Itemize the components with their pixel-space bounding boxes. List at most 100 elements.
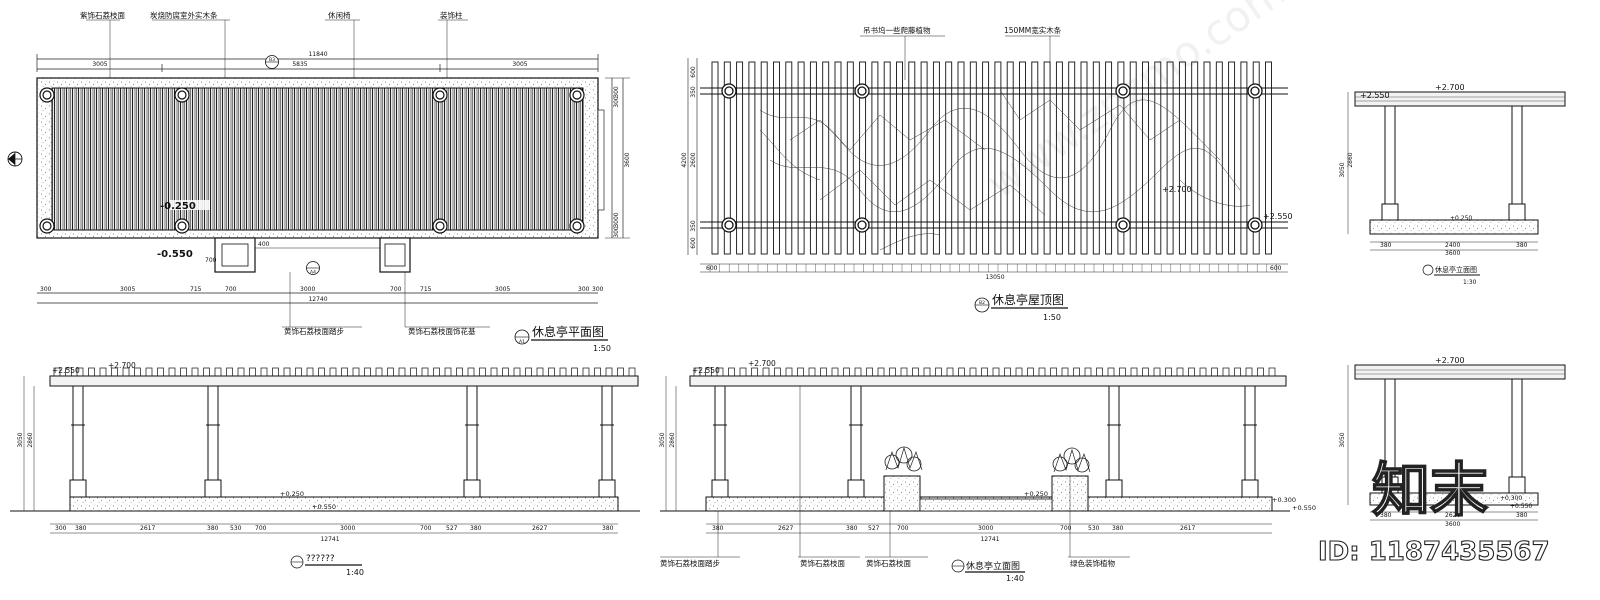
plan-level-b: -0.550 (157, 249, 193, 260)
elev-column-base (1241, 479, 1259, 498)
elev-slat (352, 367, 360, 377)
elev-slat (831, 367, 839, 377)
roof-label-slats: 150MM宽实木条 (1004, 25, 1062, 35)
plan-dim-step2: 400 (258, 241, 270, 248)
svg-text:380: 380 (1516, 512, 1528, 519)
elev-slat (1142, 367, 1149, 377)
elev-mid-columns (711, 385, 1259, 498)
elev-slat (145, 367, 153, 377)
roof-column-markers (721, 83, 1263, 233)
svg-text:300: 300 (592, 286, 604, 293)
elev-slat (617, 367, 624, 377)
elev-slat (180, 367, 187, 377)
elev-slat (387, 367, 394, 377)
roof-slat (994, 61, 1002, 255)
elev-slat (1004, 367, 1011, 377)
roof-slat (773, 61, 780, 255)
svg-text:380: 380 (207, 525, 219, 532)
roof-slat (1154, 61, 1162, 255)
roof-slat (859, 61, 867, 255)
roof-slat (1240, 61, 1248, 255)
elev-mid-label-step: 黄饰石荔枝面踏步 (660, 558, 720, 568)
plan-label-column: 装饰柱 (440, 10, 463, 20)
svg-text:12740: 12740 (308, 296, 327, 303)
roof-slat (797, 61, 805, 255)
plan-dim: 3005 (512, 61, 527, 68)
svg-text:+2.700: +2.700 (108, 361, 136, 370)
svg-text:2627: 2627 (778, 525, 793, 532)
roof-slat (945, 61, 953, 255)
roof-dim-ticks (709, 264, 1277, 272)
elev-slat (582, 367, 590, 377)
svg-text:13050: 13050 (985, 274, 1004, 281)
plan-label-stone: 紫饰石荔枝面 (80, 10, 125, 20)
side-elevation-top: +2.700 +2.550 +0.250 380 2400 380 3600 3… (1339, 83, 1566, 286)
roof-slat (969, 61, 977, 255)
elev-slat (456, 367, 463, 377)
roof-slat (1117, 61, 1125, 255)
elev-slat (502, 367, 509, 377)
elev-slat (318, 367, 325, 377)
elev-slat (249, 367, 256, 377)
elev-left-title-block: ?????? 1:40 (290, 554, 364, 577)
roof-level-b: +2.550 (1263, 212, 1293, 221)
elev-mid-title-block: 休息亭立面图 1:40 (951, 559, 1025, 583)
elev-column (601, 385, 613, 483)
elev-slat (1188, 367, 1195, 377)
svg-text:3600: 3600 (624, 152, 631, 167)
elev-column-base (1105, 479, 1123, 498)
roof-slat (932, 61, 940, 255)
roof-slat (711, 61, 719, 255)
roof-slat (1215, 61, 1223, 255)
svg-text:300: 300 (578, 286, 590, 293)
planter-left (883, 446, 923, 512)
elev-slat (329, 367, 337, 377)
plan-label-wood: 炭烧防腐室外实木条 (150, 10, 218, 20)
roof-slat (1142, 61, 1149, 255)
elev-slat (877, 367, 885, 377)
svg-text:600: 600 (1270, 265, 1282, 272)
roof-slat (723, 61, 731, 255)
elevation-left: +2.700 +2.550 +0.250 +0.550 3050 2860 30… (10, 361, 640, 577)
svg-text:530: 530 (1088, 525, 1100, 532)
svg-text:700: 700 (1060, 525, 1072, 532)
elev-slat (923, 367, 931, 377)
elev-column-base (69, 479, 87, 498)
elev-slat (728, 367, 735, 377)
svg-text:700: 700 (255, 525, 267, 532)
roof-slat (982, 61, 990, 255)
elev-slat (1268, 367, 1276, 377)
elev-left-slats (53, 367, 636, 377)
elev-slat (421, 367, 429, 377)
roof-slat (1252, 61, 1260, 255)
svg-text:380: 380 (75, 525, 87, 532)
elev-slat (1084, 367, 1092, 377)
svg-text:+2.700: +2.700 (1435, 83, 1465, 92)
elev-slat (981, 367, 988, 377)
elev-slat (1165, 367, 1172, 377)
elev-slat (774, 367, 781, 377)
svg-text:700: 700 (420, 525, 432, 532)
svg-text:+0.300: +0.300 (1272, 496, 1296, 504)
elev-slat (1130, 367, 1138, 377)
svg-text:3000: 3000 (340, 525, 355, 532)
svg-text:2617: 2617 (140, 525, 155, 532)
elev-slat (433, 367, 440, 377)
svg-text:2860: 2860 (669, 432, 676, 447)
svg-text:B2: B2 (979, 300, 985, 306)
elev-slat (594, 367, 601, 377)
roof-title-block: B2 休息亭屋顶图 1:50 (974, 292, 1068, 322)
roof-slat (1080, 61, 1088, 255)
roof-slat (1031, 61, 1039, 255)
elev-slat (295, 367, 302, 377)
svg-text:3000: 3000 (300, 286, 315, 293)
plan-view: 11840 3005 5835 3005 B3 紫饰石荔枝面 炭烧防腐室外实木条… (7, 10, 631, 353)
side-top-title-block: 休息亭立面图 1:30 (1422, 264, 1480, 286)
svg-text:+2.700: +2.700 (748, 359, 776, 368)
roof-slat (1092, 61, 1100, 255)
svg-text:1:40: 1:40 (346, 568, 364, 577)
elev-slat (1119, 367, 1126, 377)
roof-slat (896, 61, 903, 255)
roof-slats (711, 61, 1272, 255)
svg-text:380: 380 (1380, 512, 1392, 519)
